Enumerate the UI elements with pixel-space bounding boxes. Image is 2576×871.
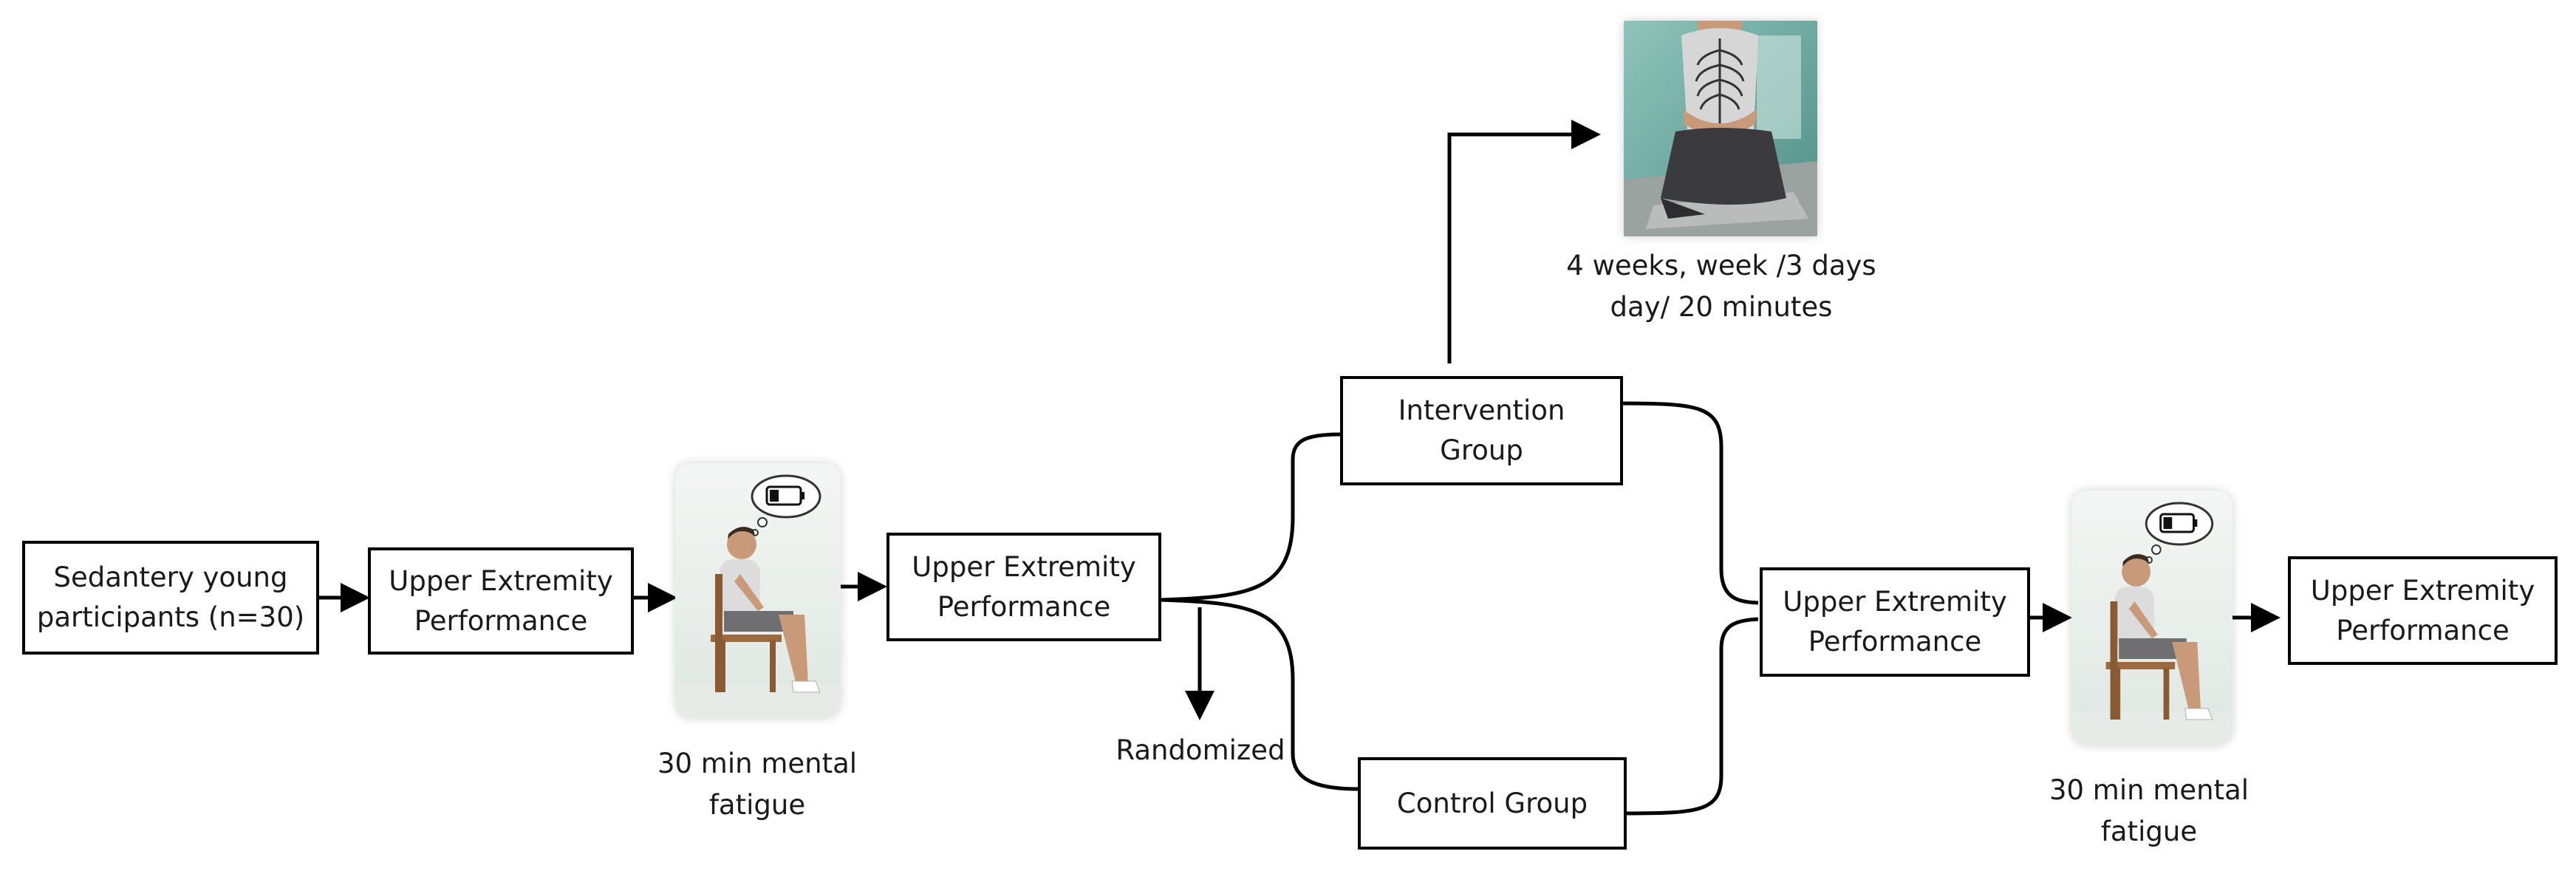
seated-man-low-battery-icon: [675, 463, 841, 718]
post-fatigue-performance-box: Upper Extremity Performance: [886, 533, 1161, 641]
connector-split-to-control: [1161, 598, 1359, 791]
connector-control-to-followup: [1626, 617, 1759, 816]
final-performance-line-2: Performance: [2336, 614, 2510, 646]
participants-line-2: participants (n=30): [36, 601, 305, 633]
mental-fatigue-image-2: [2071, 491, 2232, 745]
randomized-label: Randomized: [1093, 730, 1308, 771]
post-fatigue-performance-line-2: Performance: [937, 590, 1111, 623]
final-performance-box: Upper Extremity Performance: [2288, 556, 2558, 665]
seated-man-low-battery-icon: [2071, 491, 2232, 745]
fatigue-caption-2-line-2: fatigue: [2100, 815, 2198, 847]
protocol-caption-line-2: day/ 20 minutes: [1610, 290, 1833, 323]
followup-performance-line-2: Performance: [1808, 626, 1982, 657]
fatigue-caption-2-line-1: 30 min mental: [2049, 774, 2249, 806]
mental-fatigue-image-1: [675, 463, 841, 718]
intervention-group-line-1: Intervention: [1398, 394, 1565, 427]
participants-box: Sedantery young participants (n=30): [22, 541, 319, 655]
breathing-exercise-image: [1624, 21, 1817, 236]
kneeling-breathing-exercise-icon: [1624, 21, 1817, 236]
baseline-performance-line-2: Performance: [414, 604, 588, 637]
protocol-caption-line-1: 4 weeks, week /3 days: [1566, 250, 1876, 281]
arrow-intervention-to-protocol: [1447, 120, 1601, 363]
baseline-performance-box: Upper Extremity Performance: [368, 547, 634, 655]
intervention-group-box: Intervention Group: [1340, 376, 1623, 485]
post-fatigue-performance-line-1: Upper Extremity: [912, 550, 1136, 583]
final-performance-line-1: Upper Extremity: [2310, 574, 2535, 607]
connector-split-to-intervention: [1161, 432, 1341, 602]
control-group-box: Control Group: [1358, 757, 1627, 850]
fatigue-caption-1-line-2: fatigue: [708, 788, 806, 821]
fatigue-caption-1-line-1: 30 min mental: [657, 748, 858, 779]
followup-performance-line-1: Upper Extremity: [1783, 586, 2007, 618]
fatigue-caption-2: 30 min mental fatigue: [2012, 770, 2286, 852]
protocol-caption: 4 weeks, week /3 days day/ 20 minutes: [1537, 245, 1906, 327]
participants-line-1: Sedantery young: [53, 561, 288, 594]
fatigue-caption-1: 30 min mental fatigue: [621, 743, 894, 825]
followup-performance-box: Upper Extremity Performance: [1760, 567, 2030, 677]
randomized-label-text: Randomized: [1116, 734, 1285, 766]
connector-intervention-to-followup: [1622, 401, 1759, 605]
baseline-performance-line-1: Upper Extremity: [389, 564, 613, 597]
control-group-label: Control Group: [1396, 787, 1588, 819]
intervention-group-line-2: Group: [1440, 434, 1523, 466]
